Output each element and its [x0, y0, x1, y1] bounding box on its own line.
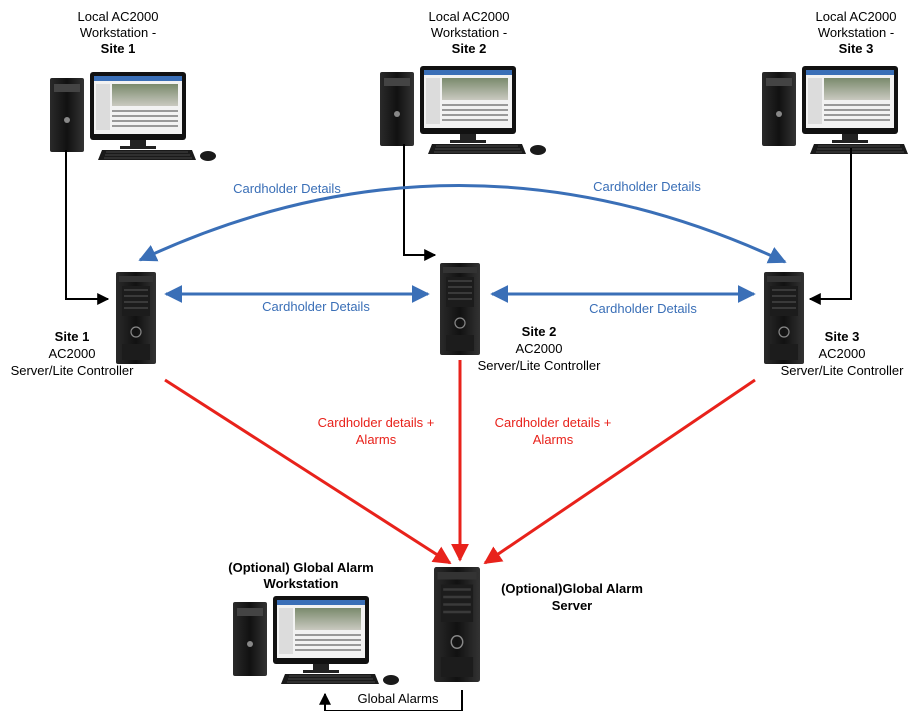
ws-line1: Local AC2000 [816, 9, 897, 24]
global-ws-line2: Workstation [264, 576, 339, 591]
global-workstation-icon [232, 595, 400, 686]
alarm-link-site1 [164, 378, 452, 565]
global-ws-line1: (Optional) Global Alarm [228, 560, 373, 575]
ws-line2: Workstation - [431, 25, 507, 40]
workstation-label-2: Local AC2000 Workstation - Site 2 [429, 9, 510, 56]
server-site-1-icon [115, 271, 157, 365]
connector-ws2-server2 [403, 144, 437, 261]
workstation-label-1: Local AC2000 Workstation - Site 1 [78, 9, 159, 56]
server-line2: AC2000 [516, 341, 563, 356]
server-site-2-icon [439, 262, 481, 356]
global-alarms-label: Global Alarms [358, 691, 439, 706]
server-line2: AC2000 [49, 346, 96, 361]
workstation-icon [379, 65, 547, 156]
server-site: Site 3 [825, 329, 860, 344]
workstation-label-3: Local AC2000 Workstation - Site 3 [816, 9, 897, 56]
alarm-label-left: Cardholder details + Alarms [318, 415, 435, 447]
link-label-left: Cardholder Details [262, 299, 370, 314]
workstation-icon [49, 71, 217, 162]
link-label-right: Cardholder Details [589, 301, 697, 316]
server-label-3: Site 3 AC2000 Server/Lite Controller [781, 329, 904, 378]
server-label-1: Site 1 AC2000 Server/Lite Controller [11, 329, 134, 378]
ws-site: Site 2 [452, 41, 487, 56]
server-line3: Server/Lite Controller [11, 363, 134, 378]
server-line3: Server/Lite Controller [478, 358, 601, 373]
global-server-line2: Server [552, 598, 592, 613]
arc-label-right: Cardholder Details [593, 179, 701, 194]
server-site: Site 1 [55, 329, 90, 344]
workstation-site-2 [379, 65, 547, 156]
alarm-label-line2: Alarms [533, 432, 574, 447]
alarm-label-line1: Cardholder details + [318, 415, 435, 430]
arc-label-left: Cardholder Details [233, 181, 341, 196]
ws-site: Site 1 [101, 41, 136, 56]
workstation-site-1 [49, 71, 217, 162]
connector-global-alarms [319, 690, 463, 711]
server-label-2: Site 2 AC2000 Server/Lite Controller [478, 324, 601, 373]
alarm-link-site3 [483, 378, 756, 565]
global-alarm-server-icon [432, 565, 482, 684]
ws-site: Site 3 [839, 41, 874, 56]
server-site-3-icon [763, 271, 805, 365]
ws-line2: Workstation - [80, 25, 156, 40]
server-site: Site 2 [522, 324, 557, 339]
global-workstation-label: (Optional) Global Alarm Workstation [228, 560, 373, 591]
server-line2: AC2000 [819, 346, 866, 361]
alarm-label-right: Cardholder details + Alarms [495, 415, 612, 447]
alarm-label-line2: Alarms [356, 432, 397, 447]
connector-ws3-server3 [808, 148, 852, 305]
connector-ws1-server1 [65, 150, 110, 305]
server-line3: Server/Lite Controller [781, 363, 904, 378]
ws-line1: Local AC2000 [78, 9, 159, 24]
global-server-label: (Optional)Global Alarm Server [501, 581, 643, 613]
alarm-label-line1: Cardholder details + [495, 415, 612, 430]
arc-site1-site3 [138, 184, 787, 264]
workstation-site-3 [761, 65, 911, 156]
workstation-icon [761, 65, 911, 156]
ws-line1: Local AC2000 [429, 9, 510, 24]
global-server-line1: (Optional)Global Alarm [501, 581, 643, 596]
ws-line2: Workstation - [818, 25, 894, 40]
